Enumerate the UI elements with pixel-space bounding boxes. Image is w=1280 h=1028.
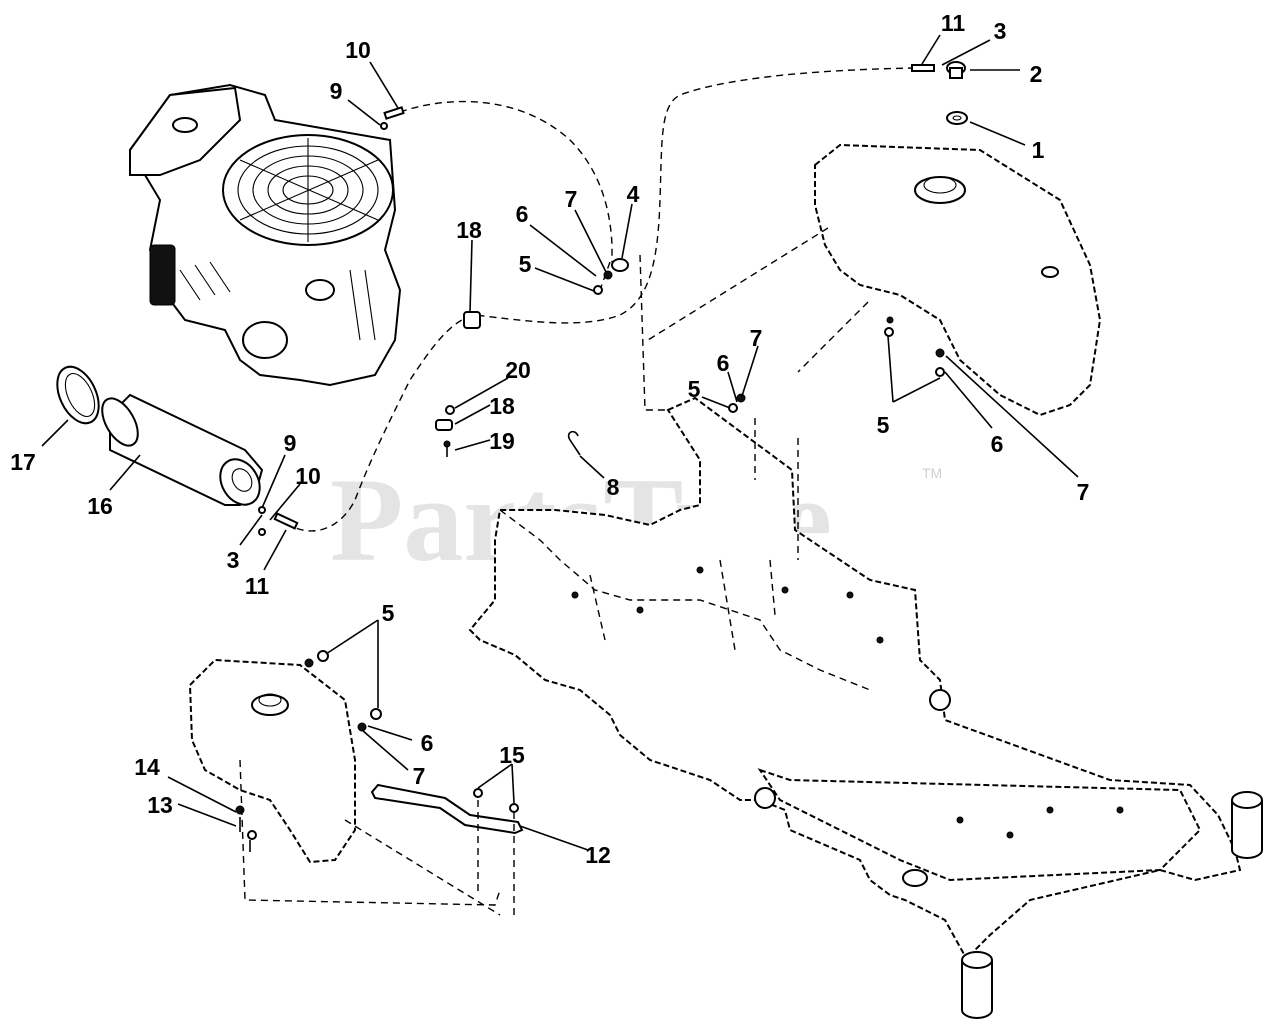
callout-5: 5 xyxy=(519,251,532,277)
callout-14: 14 xyxy=(134,754,160,780)
callout-7: 7 xyxy=(565,186,578,212)
callout-20: 20 xyxy=(505,357,531,383)
callout-9: 9 xyxy=(330,78,343,104)
callout-19: 19 xyxy=(489,428,515,454)
callout-13: 13 xyxy=(147,792,173,818)
engine xyxy=(128,83,402,387)
watermark-trademark: TM xyxy=(922,465,942,481)
callout-6: 6 xyxy=(421,730,434,756)
chassis-frame xyxy=(468,396,1263,1019)
callout-15: 15 xyxy=(499,742,525,768)
callout-6: 6 xyxy=(717,350,730,376)
callout-16: 16 xyxy=(87,493,113,519)
callout-18: 18 xyxy=(489,393,515,419)
callout-7: 7 xyxy=(750,325,763,351)
callout-18: 18 xyxy=(456,217,482,243)
callout-8: 8 xyxy=(607,474,620,500)
mounting-bracket xyxy=(370,783,524,835)
hose-clamp xyxy=(56,365,100,425)
callout-11: 11 xyxy=(245,573,270,599)
callout-2: 2 xyxy=(1030,61,1043,87)
leader-lines xyxy=(41,34,1079,918)
fuel-tank-left xyxy=(188,658,356,864)
callout-1: 1 xyxy=(1032,137,1045,163)
air-filter xyxy=(101,393,264,506)
callout-12: 12 xyxy=(585,842,611,868)
callout-6: 6 xyxy=(516,201,529,227)
callout-10: 10 xyxy=(345,37,371,63)
callout-3: 3 xyxy=(227,547,240,573)
callout-7: 7 xyxy=(1077,479,1090,505)
callout-6: 6 xyxy=(991,431,1004,457)
callout-5: 5 xyxy=(382,600,395,626)
callout-11: 11 xyxy=(941,10,966,36)
callout-9: 9 xyxy=(284,430,297,456)
callout-7: 7 xyxy=(413,763,426,789)
fuel-tank-right xyxy=(814,143,1102,417)
callout-3: 3 xyxy=(994,18,1007,44)
callout-5: 5 xyxy=(688,376,701,402)
callout-17: 17 xyxy=(10,449,36,475)
callout-4: 4 xyxy=(627,181,640,207)
callout-5: 5 xyxy=(877,412,890,438)
callout-10: 10 xyxy=(295,463,321,489)
hardware xyxy=(235,61,968,852)
